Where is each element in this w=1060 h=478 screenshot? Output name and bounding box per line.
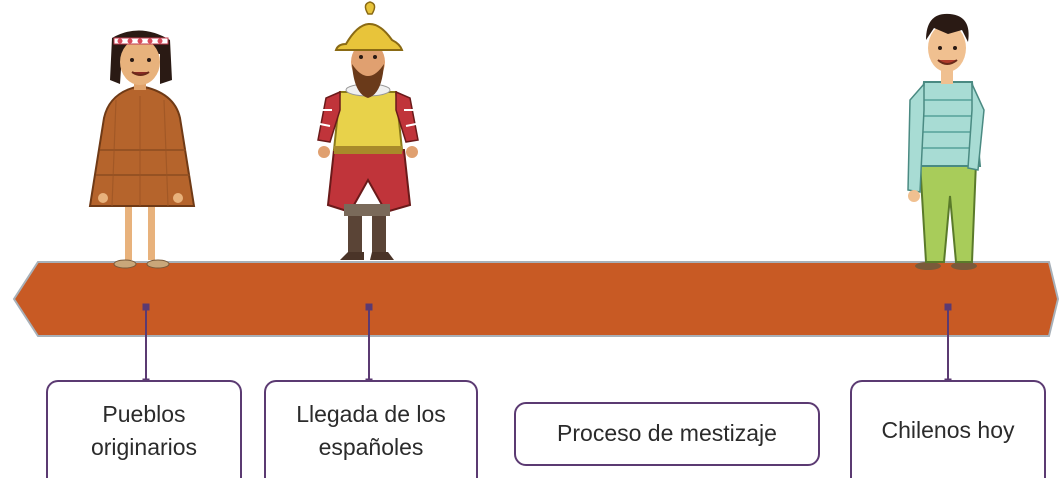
modern-chilean-illustration <box>907 13 985 270</box>
label-llegada-espanoles: Llegada de los españoles <box>264 380 478 478</box>
label-llegada-line2: españoles <box>318 434 424 460</box>
indigenous-person-illustration <box>88 30 196 269</box>
label-llegada-line1: Llegada de los <box>296 400 446 427</box>
label-pueblos-originarios: Pueblos originarios <box>46 380 242 478</box>
label-pueblos-line1: Pueblos <box>102 400 186 427</box>
label-mestizaje-text: Proceso de mestizaje <box>557 420 777 447</box>
timeline-band <box>12 261 1060 337</box>
label-chilenos-hoy: Chilenos hoy <box>850 380 1046 478</box>
label-pueblos-line2: originarios <box>90 434 198 460</box>
spanish-conquistador-illustration <box>317 1 419 260</box>
label-proceso-mestizaje: Proceso de mestizaje <box>514 402 820 466</box>
label-chilenos-text: Chilenos hoy <box>881 417 1015 444</box>
